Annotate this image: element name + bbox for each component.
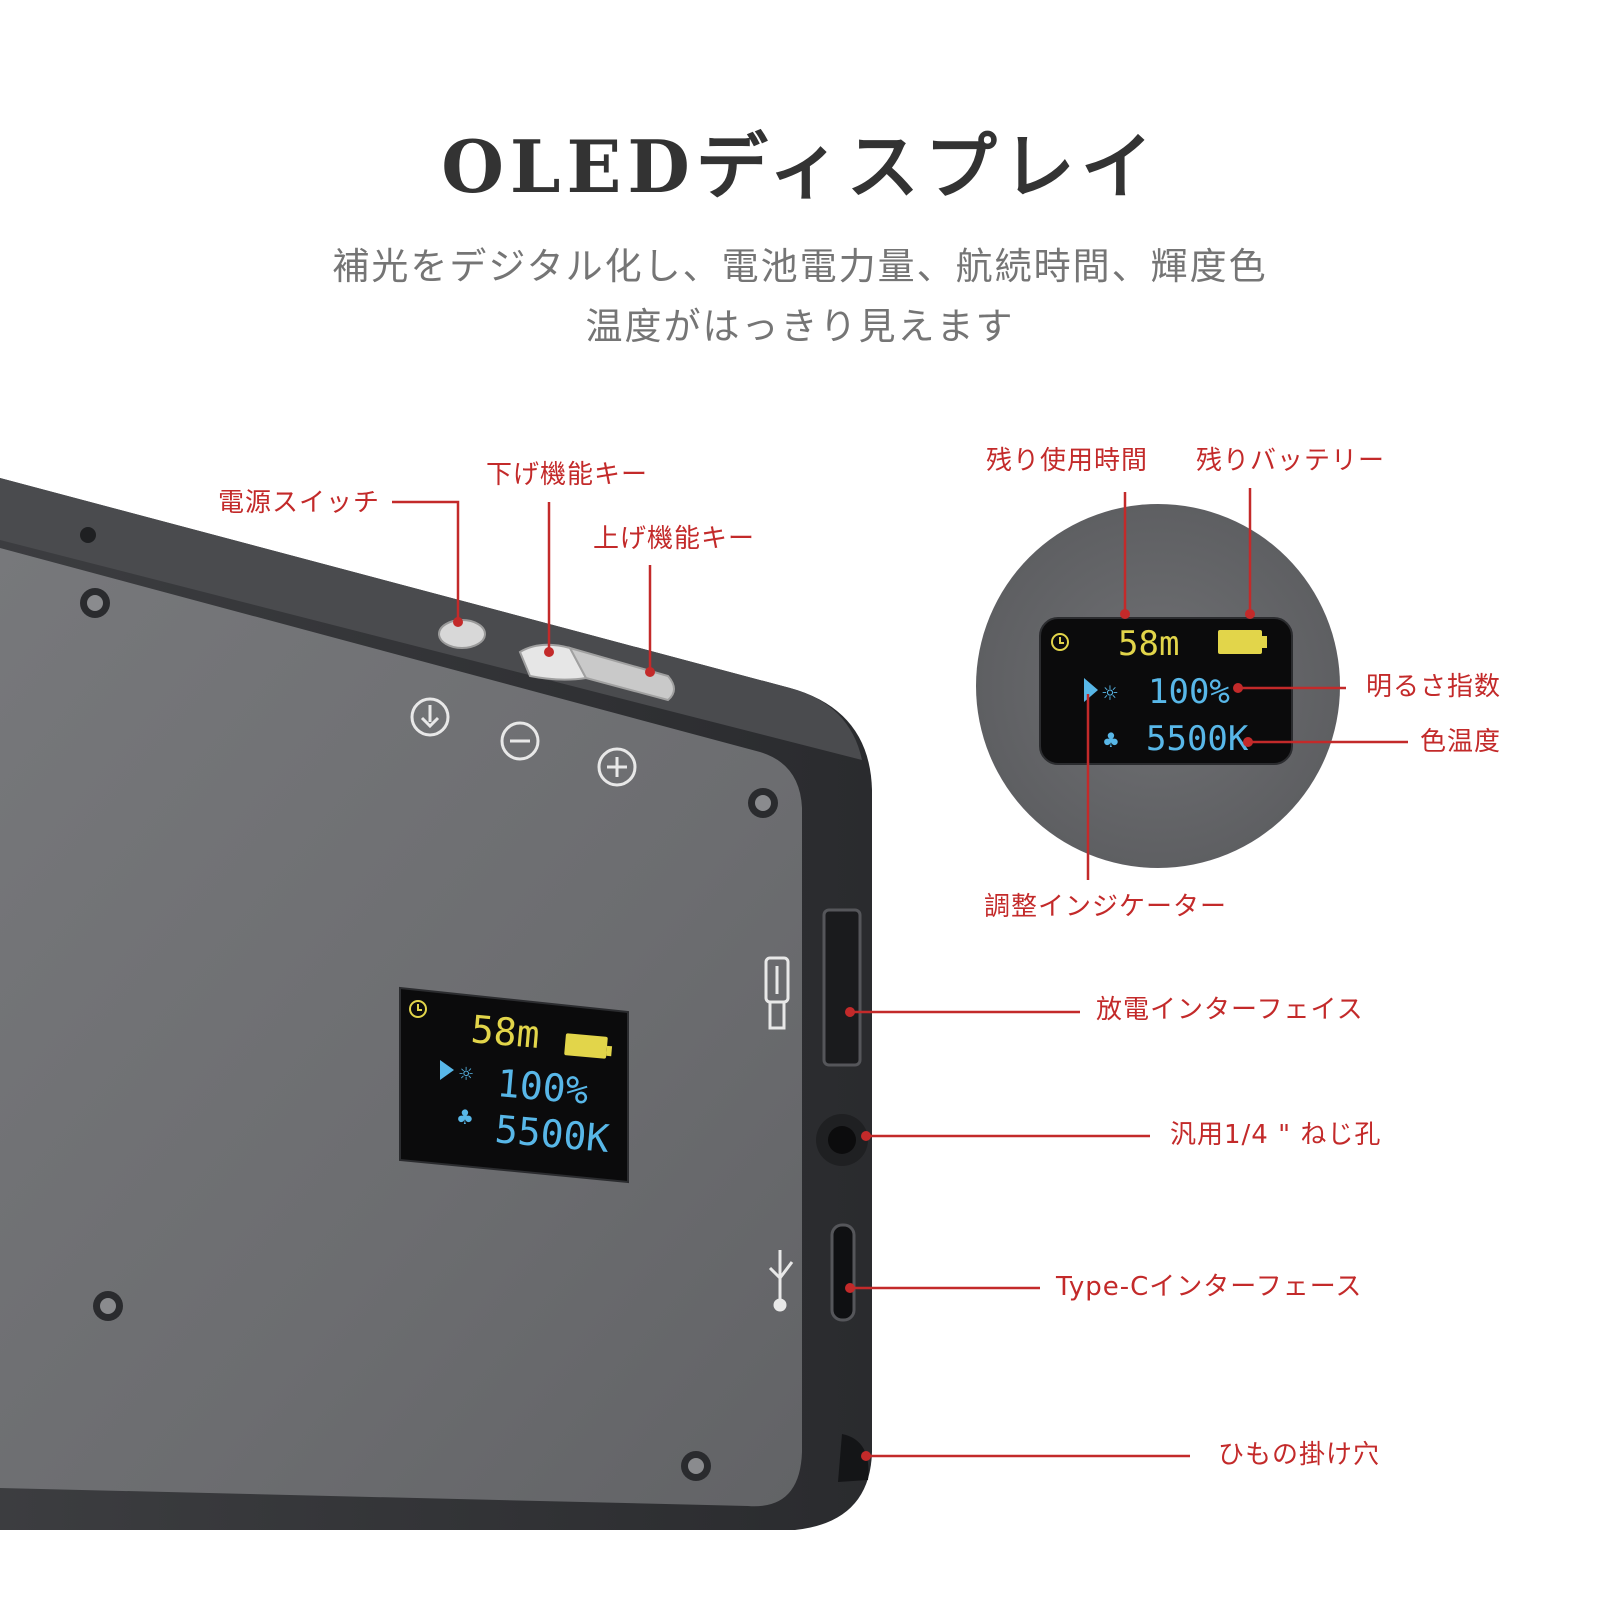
leader-dots [453,609,1255,1461]
leader-lines [392,488,1408,1458]
plus-icon [597,747,637,787]
zoom-oled-screen: 58m ☼ 100% ♣ 5500K [1039,617,1293,765]
label-discharge-interface: 放電インターフェイス [1096,995,1364,1025]
device-colortemp-text: 5500K [493,1107,611,1161]
page-title: OLEDディスプレイ [441,124,1159,209]
label-remaining-battery: 残りバッテリー [1196,446,1386,476]
label-power-switch: 電源スイッチ [218,488,381,518]
screw-icon [748,788,778,818]
label-typec-interface: Type-Cインターフェース [1056,1272,1363,1302]
usb-a-port [822,908,862,1067]
minus-icon [500,721,540,761]
label-strap-hole: ひもの掛け穴 [1218,1440,1381,1470]
subtitle-line-1: 補光をデジタル化し、電池電力量、航続時間、輝度色 [332,245,1268,288]
leader-power [392,500,460,622]
sun-icon: ☼ [458,1064,474,1085]
label-screw-hole: 汎用1/4 " ねじ孔 [1170,1120,1382,1150]
zoom-colortemp-text: 5500K [1146,719,1249,759]
indicator-arrow-icon [440,1060,454,1080]
color-temp-icon: ♣ [1102,728,1120,752]
color-temp-icon: ♣ [456,1105,474,1129]
usb-drive-icon [764,956,790,1030]
subtitle-line-2: 温度がはっきり見えます [585,305,1015,348]
up-key [568,646,675,702]
clock-icon [409,1000,427,1018]
strap-hole [838,1434,869,1482]
battery-icon [1218,630,1267,654]
device-brightness-text: 100% [495,1061,590,1113]
type-c-port [830,1223,856,1322]
screw-icon [681,1451,711,1481]
label-down-key: 下げ機能キー [486,460,649,490]
sun-icon: ☼ [1101,681,1119,705]
battery-icon [564,1033,613,1059]
screw-icon [93,1291,123,1321]
zoom-brightness-text: 100% [1148,672,1230,712]
device-time-text: 58m [469,1007,541,1057]
usb-symbol-icon [768,1250,794,1312]
screw-hole [816,1114,868,1166]
screw-icon [80,588,110,618]
zoom-time-text: 58m [1118,624,1179,664]
label-adjust-indicator: 調整インジケーター [984,892,1228,922]
top-mount-hole [80,527,96,543]
device-oled-screen: 58m ☼ 100% ♣ 5500K [399,986,629,1184]
label-up-key: 上げ機能キー [593,524,756,554]
label-brightness-index: 明るさ指数 [1366,672,1502,702]
clock-icon [1051,633,1069,651]
label-remaining-time: 残り使用時間 [986,446,1149,476]
label-color-temperature: 色温度 [1420,727,1502,757]
power-symbol-icon [410,697,450,737]
